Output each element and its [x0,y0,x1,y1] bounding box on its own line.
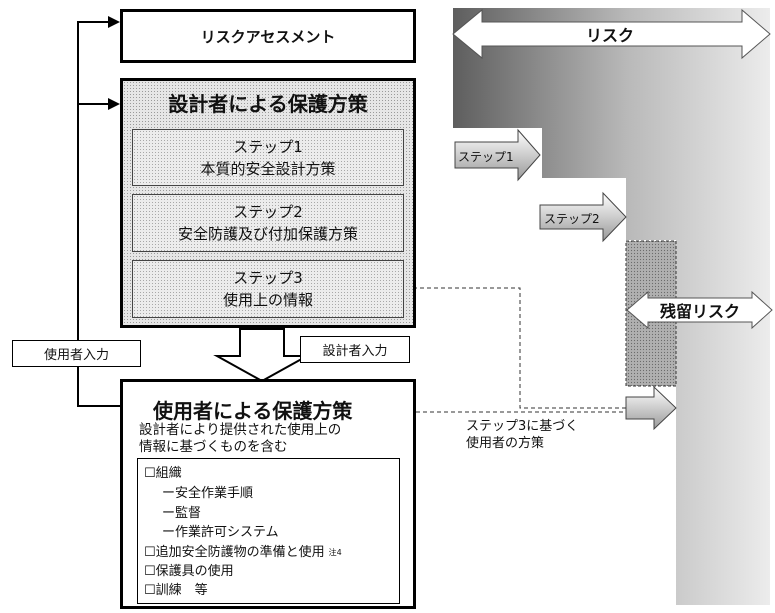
user-measure-label-line1: ステップ3に基づく [466,419,579,434]
list-item: ☐追加安全防護物の準備と使用 [144,545,325,560]
step2-arrow-label: ステップ2 [544,212,600,226]
step1-arrow [454,128,541,182]
feedback-arrowhead-top [108,16,120,28]
user-input-label: 使用者入力 [12,340,141,367]
step2-number: ステップ2 [233,203,303,221]
step3-dashed-line [413,287,626,409]
user-measures-subtitle: 設計者により提供された使用上の 情報に基づくものを含む [139,422,341,456]
user-measures-box: 使用者による保護方策 設計者により提供された使用上の 情報に基づくものを含む ☐… [120,379,416,609]
list-item: ☐組織 [144,466,182,481]
step1-number: ステップ1 [233,137,303,156]
feedback-line [77,21,120,407]
step2-description: 安全防護及び付加保護方策 [177,225,358,243]
user-measure-label: ステップ3に基づく 使用者の方策 [466,418,578,452]
user-measures-subtitle-line1: 設計者により提供された使用上の [139,422,342,438]
list-item: ☐訓練 等 [144,583,208,598]
list-item: ー安全作業手順 [162,486,254,501]
list-item: ー監督 [162,506,202,521]
risk-assessment-box: リスクアセスメント [120,9,416,63]
risk-double-arrow [452,8,771,60]
step3-box: ステップ3 使用上の情報 [132,260,404,318]
user-measures-list: ☐組織 ー安全作業手順 ー監督 ー作業許可システム ☐追加安全防護物の準備と使用… [137,458,400,604]
note-marker: 注4 [328,548,342,557]
list-item-with-note: ☐追加安全防護物の準備と使用注4 [144,544,342,562]
user-measure-label-line2: 使用者の方策 [466,436,545,451]
step2-box: ステップ2 安全防護及び付加保護方策 [132,194,404,252]
step3-description: 使用上の情報 [222,291,313,309]
user-measures-title: 使用者による保護方策 [153,399,353,423]
step2-arrow [539,191,627,243]
step3-number: ステップ3 [233,269,303,287]
designer-measures-box: 設計者による保護方策 ステップ1 本質的安全設計方策 ステップ2 安全防護及び付… [120,78,416,328]
risk-assessment-label: リスクアセスメント [200,27,336,46]
risk-region [453,8,770,605]
risk-label: リスク [585,26,634,45]
user-measures-subtitle-line2: 情報に基づくものを含む [139,439,288,455]
step1-box: ステップ1 本質的安全設計方策 [132,129,404,186]
designer-input-label: 設計者入力 [300,336,410,363]
residual-double-arrow [626,290,773,330]
list-item: ☐保護具の使用 [144,564,234,579]
designer-measures-title: 設計者による保護方策 [168,92,368,116]
down-arrow [213,328,311,383]
residual-risk-label: 残留リスク [659,302,740,321]
step1-description: 本質的安全設計方策 [200,159,336,178]
step1-arrow-label: ステップ1 [458,150,514,164]
list-item: ー作業許可システム [162,525,279,540]
user-measure-arrow [625,385,677,431]
feedback-arrowhead-mid [108,98,120,110]
